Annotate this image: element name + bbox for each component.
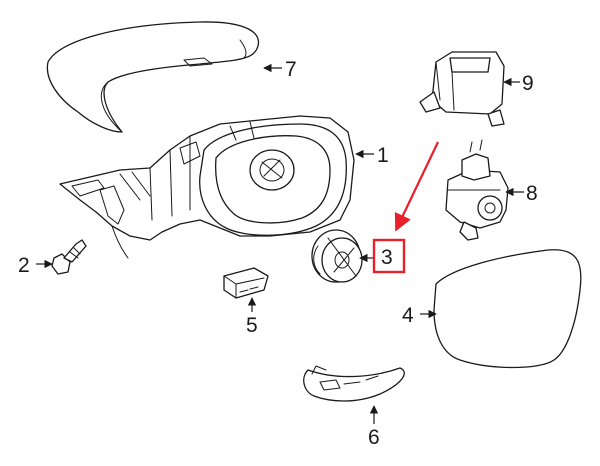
callout-9-label: 9 <box>522 72 534 95</box>
callout-6: 6 <box>368 405 380 449</box>
callout-5: 5 <box>246 297 258 337</box>
part-7-mirror-cap <box>46 21 260 133</box>
callout-5-label: 5 <box>246 314 258 337</box>
part-3-actuator <box>311 229 363 283</box>
highlight-arrow <box>394 141 439 232</box>
part-9-bsm-module <box>419 51 505 127</box>
callout-4: 4 <box>402 304 437 327</box>
part-5-puddle-lamp <box>223 267 269 299</box>
callout-9: 9 <box>503 72 534 95</box>
callout-8-label: 8 <box>526 182 538 205</box>
part-4-mirror-glass <box>433 249 582 369</box>
callout-6-label: 6 <box>368 426 380 449</box>
callout-4-label: 4 <box>402 304 414 327</box>
callout-1: 1 <box>355 144 389 167</box>
part-1-mirror-housing <box>59 115 355 259</box>
part-6-turn-signal <box>303 365 405 402</box>
callout-3-label: 3 <box>381 246 393 269</box>
callout-8: 8 <box>505 182 538 205</box>
callout-3-highlight-box <box>372 238 406 274</box>
part-8-module <box>445 139 509 241</box>
callout-3: 3 <box>359 141 439 274</box>
callout-7: 7 <box>263 58 297 81</box>
part-2-bolt <box>51 239 87 275</box>
callout-1-label: 1 <box>377 144 389 167</box>
callout-2: 2 <box>18 254 53 277</box>
callout-2-label: 2 <box>18 254 30 277</box>
callout-7-label: 7 <box>285 58 297 81</box>
